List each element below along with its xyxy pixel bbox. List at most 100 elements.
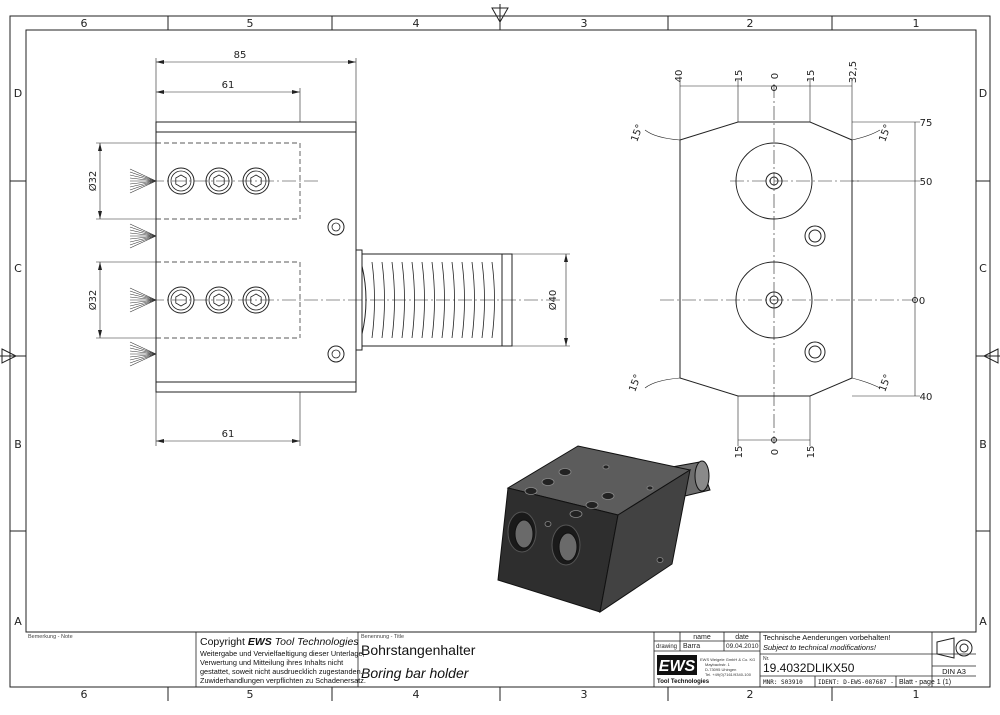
- legal-line-1: Weitergabe und Vervielfaeltigung dieser …: [200, 649, 365, 658]
- dim-top-15b: 15: [806, 70, 817, 83]
- socket-screw-icon: [205, 167, 233, 195]
- dim-right-40: 40: [920, 392, 933, 403]
- side-center-lines: [150, 180, 560, 301]
- spray-line: [129, 350, 157, 355]
- zone-ticks: [10, 16, 990, 701]
- plug-screw-icon: [327, 218, 345, 236]
- spray-line: [129, 293, 157, 301]
- zone-col-bottom-5: 2: [747, 688, 754, 701]
- zone-col-bottom-6: 1: [913, 688, 920, 701]
- part-number: 19.4032DLIKX50: [763, 661, 855, 675]
- spray-line: [129, 168, 157, 182]
- zone-col-bottom-4: 3: [581, 688, 588, 701]
- socket-screw-icon: [167, 286, 195, 314]
- zone-row-right-3: B: [979, 438, 987, 451]
- legal-line-4: Zuwiderhandlungen verpflichten zu Schade…: [200, 676, 366, 685]
- dim-bottom-15a: 15: [734, 446, 745, 459]
- col-date-header: date: [735, 634, 749, 641]
- dim-right-0: 0: [919, 296, 925, 307]
- socket-screw-icon: [205, 286, 233, 314]
- dim-bore-dia-1: Ø32: [87, 171, 99, 192]
- spray-line: [129, 235, 157, 240]
- spray-line: [129, 299, 157, 310]
- dim-length-61-top: 61: [222, 80, 235, 91]
- serration-line: [471, 261, 475, 339]
- dim-angle-tr: 15°: [877, 123, 893, 143]
- spray-line: [129, 171, 157, 182]
- front-dimension-lines: [644, 80, 920, 446]
- drawing-name: Barra: [683, 643, 700, 650]
- spray-line: [129, 353, 157, 367]
- nr-label: Nr.: [763, 656, 769, 662]
- serration-line: [431, 261, 435, 339]
- dim-length-61-bottom: 61: [222, 429, 235, 440]
- serration-line: [441, 261, 445, 339]
- ident-number: IDENT: D-EWS-087687 -: [818, 679, 894, 686]
- zone-row-right-1: D: [979, 87, 987, 100]
- spray-line: [129, 235, 157, 243]
- dim-bottom-15b: 15: [806, 446, 817, 459]
- serration-line: [391, 261, 395, 339]
- spray-line: [129, 180, 157, 185]
- notice-german: Technische Aenderungen vorbehalten!: [763, 633, 891, 642]
- side-view: [150, 121, 560, 393]
- serration-line: [381, 261, 385, 339]
- dim-angle-bl: 15°: [627, 373, 643, 393]
- copyright-brand: EWS: [248, 636, 272, 648]
- zone-col-top-6: 1: [913, 17, 920, 30]
- spray-line: [129, 299, 157, 307]
- col-name-header: name: [693, 634, 711, 641]
- notice-english: Subject to technical modifications!: [763, 643, 877, 652]
- spray-line: [129, 299, 157, 304]
- socket-screw-icon: [167, 167, 195, 195]
- copyright-line: Copyright EWS Tool Technologies: [200, 636, 359, 648]
- spray-line: [129, 341, 157, 355]
- spray-line: [129, 177, 157, 182]
- side-dimension-lines: [96, 58, 570, 446]
- side-dimension-arrows: [98, 60, 568, 443]
- copyright-suffix: Tool Technologies: [272, 636, 360, 648]
- title-block-grid: [26, 631, 976, 687]
- hidden-bore-lines: [156, 142, 301, 339]
- spray-line: [129, 296, 157, 301]
- zone-col-bottom-3: 4: [413, 688, 420, 701]
- ews-logo: EWS Tool Technologies: [657, 655, 710, 685]
- sheet-number: Blatt - page 1 (1): [899, 679, 951, 686]
- front-body-outline: [679, 121, 853, 397]
- spray-line: [129, 180, 157, 194]
- dim-top-40: 40: [674, 70, 685, 83]
- socket-screw-icon: [242, 167, 270, 195]
- company-line-1: EWS Weigele GmbH & Co. KG: [700, 657, 755, 662]
- paper-format: DIN A3: [942, 667, 966, 676]
- company-line-2: Maybachstr. 1: [705, 662, 731, 667]
- copyright-prefix: Copyright: [200, 636, 248, 648]
- spray-line: [129, 180, 157, 191]
- dim-top-0: 0: [770, 73, 781, 79]
- outer-frame: [9, 15, 991, 688]
- spray-line: [129, 174, 157, 182]
- spray-line: [129, 229, 157, 237]
- shank-serrations: [371, 261, 495, 339]
- spray-line: [129, 299, 157, 313]
- spray-line: [129, 344, 157, 355]
- zone-row-left-2: C: [14, 262, 22, 275]
- spray-line: [129, 235, 157, 246]
- row-drawing-label: drawing: [656, 644, 677, 650]
- dim-top-15a: 15: [734, 70, 745, 83]
- zone-row-left-3: B: [14, 438, 22, 451]
- spray-line: [129, 226, 157, 237]
- dim-bottom-0: 0: [770, 449, 781, 455]
- zone-col-top-3: 4: [413, 17, 420, 30]
- dim-angle-br: 15°: [877, 373, 893, 393]
- zone-col-bottom-2: 5: [247, 688, 254, 701]
- spray-line: [129, 290, 157, 301]
- drawing-date: 09.04.2010: [726, 643, 759, 650]
- dim-right-75: 75: [920, 118, 933, 129]
- zone-row-left-4: A: [14, 615, 22, 628]
- dim-top-32-5: 32,5: [848, 61, 859, 83]
- title-label: Benennung - Title: [361, 634, 404, 640]
- serration-line: [421, 261, 425, 339]
- dim-bore-dia-2: Ø32: [87, 290, 99, 311]
- ews-logo-text: EWS: [659, 658, 696, 675]
- zone-row-right-4: A: [979, 615, 987, 628]
